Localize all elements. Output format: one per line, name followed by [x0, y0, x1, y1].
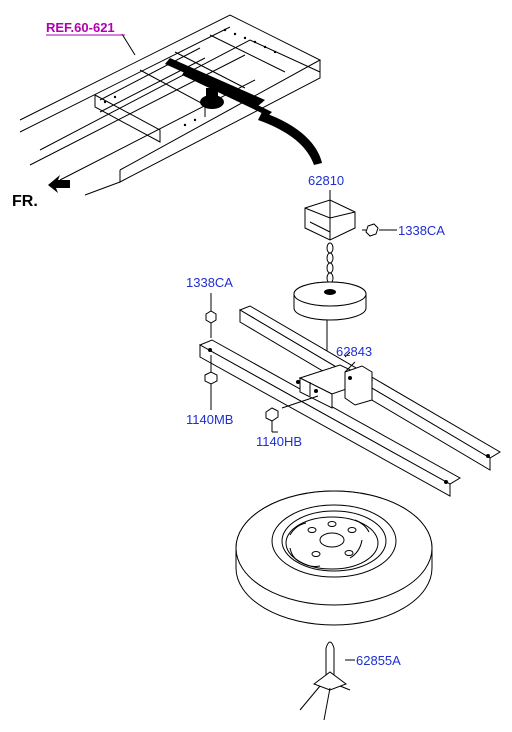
part-label-1338ca-right[interactable]: 1338CA	[398, 223, 445, 238]
chassis-frame	[19, 14, 322, 196]
bolt-icon	[265, 395, 319, 432]
leader-lines	[210, 190, 355, 661]
part-label-62810[interactable]: 62810	[308, 173, 344, 188]
wheel-hub-plate	[293, 281, 367, 321]
carrier-frame	[198, 305, 501, 497]
spare-tire	[235, 490, 433, 626]
nut-icon	[205, 293, 217, 338]
tire-hook	[299, 641, 351, 721]
ref-label: REF.60-621	[46, 20, 115, 35]
part-label-62855a[interactable]: 62855A	[356, 653, 401, 668]
part-label-1140mb[interactable]: 1140MB	[186, 412, 233, 427]
part-label-62843[interactable]: 62843	[336, 344, 372, 359]
front-direction-arrow	[48, 175, 70, 193]
part-label-1140hb[interactable]: 1140HB	[256, 434, 302, 449]
part-label-1338ca-left[interactable]: 1338CA	[186, 275, 233, 290]
front-direction-label: FR.	[12, 193, 38, 210]
bolt-icon	[204, 355, 218, 405]
nut-icon	[362, 223, 397, 237]
